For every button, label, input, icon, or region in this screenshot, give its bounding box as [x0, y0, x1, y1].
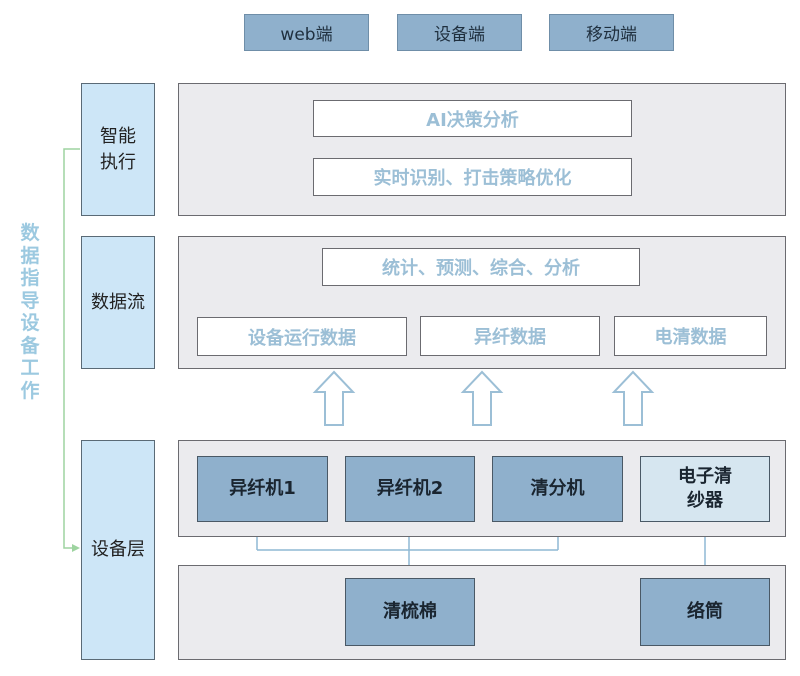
ai-decision-box[interactable]: AI决策分析	[313, 100, 632, 137]
device-blowing-carding[interactable]: 清梳棉	[345, 578, 475, 646]
client-mobile[interactable]: 移动端	[549, 14, 674, 51]
foreign-fiber-data-box[interactable]: 异纤数据	[420, 316, 600, 356]
realtime-recognition-box[interactable]: 实时识别、打击策略优化	[313, 158, 632, 196]
layer-device-label: 设备层	[81, 440, 155, 660]
side-char: 据	[20, 244, 40, 267]
side-char: 工	[20, 357, 40, 379]
side-label: 数 据 指 导 设 备 工 作	[18, 222, 42, 402]
side-char: 作	[20, 379, 40, 402]
side-char: 设	[20, 312, 40, 334]
device-sorter[interactable]: 清分机	[492, 456, 623, 522]
layer-execution-label: 智能执行	[81, 83, 155, 216]
side-char: 备	[20, 334, 40, 357]
client-web[interactable]: web端	[244, 14, 369, 51]
client-device[interactable]: 设备端	[397, 14, 522, 51]
side-char: 指	[20, 267, 40, 289]
device-foreign-fiber-2[interactable]: 异纤机2	[345, 456, 475, 522]
device-winding[interactable]: 络筒	[640, 578, 770, 646]
up-arrow-1	[312, 370, 356, 426]
feedback-line	[63, 148, 80, 552]
up-arrow-2	[460, 370, 504, 426]
equipment-data-box[interactable]: 设备运行数据	[197, 317, 407, 356]
layer-dataflow-label: 数据流	[81, 236, 155, 369]
device-electronic-clearer[interactable]: 电子清纱器	[640, 456, 770, 522]
up-arrow-3	[611, 370, 655, 426]
side-char: 数	[20, 222, 40, 244]
analysis-box[interactable]: 统计、预测、综合、分析	[322, 248, 640, 286]
device-foreign-fiber-1[interactable]: 异纤机1	[197, 456, 328, 522]
electronic-clearer-data-box[interactable]: 电清数据	[614, 316, 767, 356]
side-char: 导	[20, 289, 40, 312]
